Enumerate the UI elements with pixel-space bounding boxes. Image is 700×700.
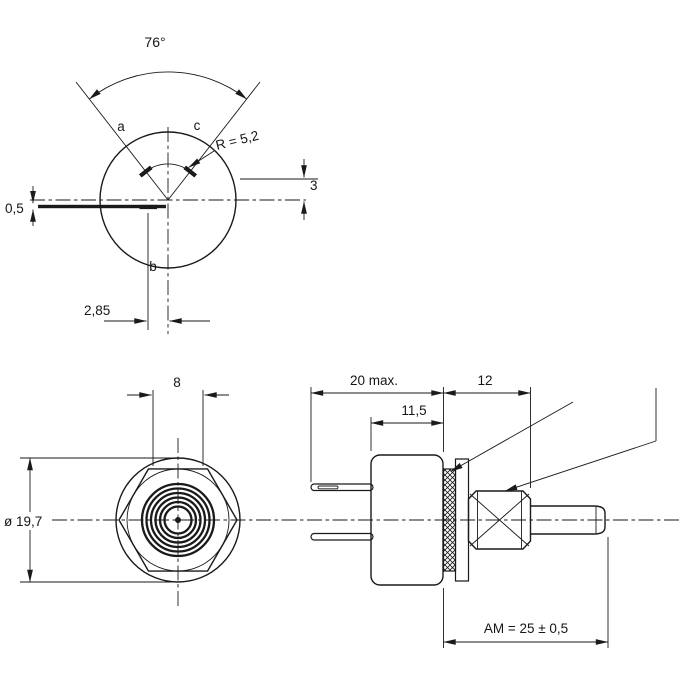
angle-dimension-arc <box>88 71 248 100</box>
label-terminal-c: c <box>194 118 201 133</box>
label-terminal-a: a <box>117 119 125 134</box>
dim-body-diameter-label: ø 19,7 <box>4 514 42 529</box>
thread-ring <box>154 496 202 544</box>
thread-ring <box>145 487 211 553</box>
hex-nut-outline <box>118 468 238 572</box>
label-terminal-b: b <box>149 259 157 274</box>
thread-ring <box>158 500 198 540</box>
dim-slot-thickness-label: 0,5 <box>5 201 24 216</box>
dim-terminal-length-label: 20 max. <box>350 373 398 388</box>
terminal-upper-side <box>310 483 374 492</box>
lock-washer <box>442 468 457 572</box>
dim-row-offset-label: 3 <box>310 178 318 193</box>
bushing-nut-outline <box>467 490 532 550</box>
terminal-c-axis-line <box>167 81 261 201</box>
rear-view: 76° R = 5,2 a c b 0,5 2,85 3 <box>5 34 318 334</box>
body-outline-side <box>370 454 444 586</box>
bushing-leader-line <box>504 440 657 492</box>
side-view: 20 max. 12 11,5 AM = 25 ± 0,5 <box>256 373 682 648</box>
pin-circle-arc <box>145 163 191 172</box>
terminal-a-axis-line <box>75 81 169 201</box>
thread-ring <box>140 482 216 558</box>
nut-diagonal-2 <box>469 493 530 547</box>
center-point <box>175 517 181 523</box>
rear-body-outline <box>99 131 237 269</box>
lock-washer-leader-line <box>450 401 574 472</box>
dim-flat-width-label: 8 <box>173 375 181 390</box>
terminal-lower-side <box>310 532 374 541</box>
wiper-slot-bar <box>38 204 166 209</box>
front-body-outline <box>115 457 241 583</box>
dim-shaft-label: AM = 25 ± 0,5 <box>484 621 568 636</box>
shaft-outline <box>529 505 606 535</box>
terminal-slot-hole <box>317 485 339 490</box>
dim-angle-label: 76° <box>144 34 165 50</box>
dim-body-length-label: 11,5 <box>401 403 426 418</box>
thread-ring <box>149 491 207 549</box>
nut-chamfer-circle <box>126 468 230 572</box>
dim-terminal-b-offset-label: 2,85 <box>84 303 110 318</box>
dim-bushing-length-label: 12 <box>477 373 492 388</box>
radius-leader-line <box>188 150 215 168</box>
front-view: 8 ø 19,7 <box>4 375 306 606</box>
thread-ring <box>163 505 193 535</box>
